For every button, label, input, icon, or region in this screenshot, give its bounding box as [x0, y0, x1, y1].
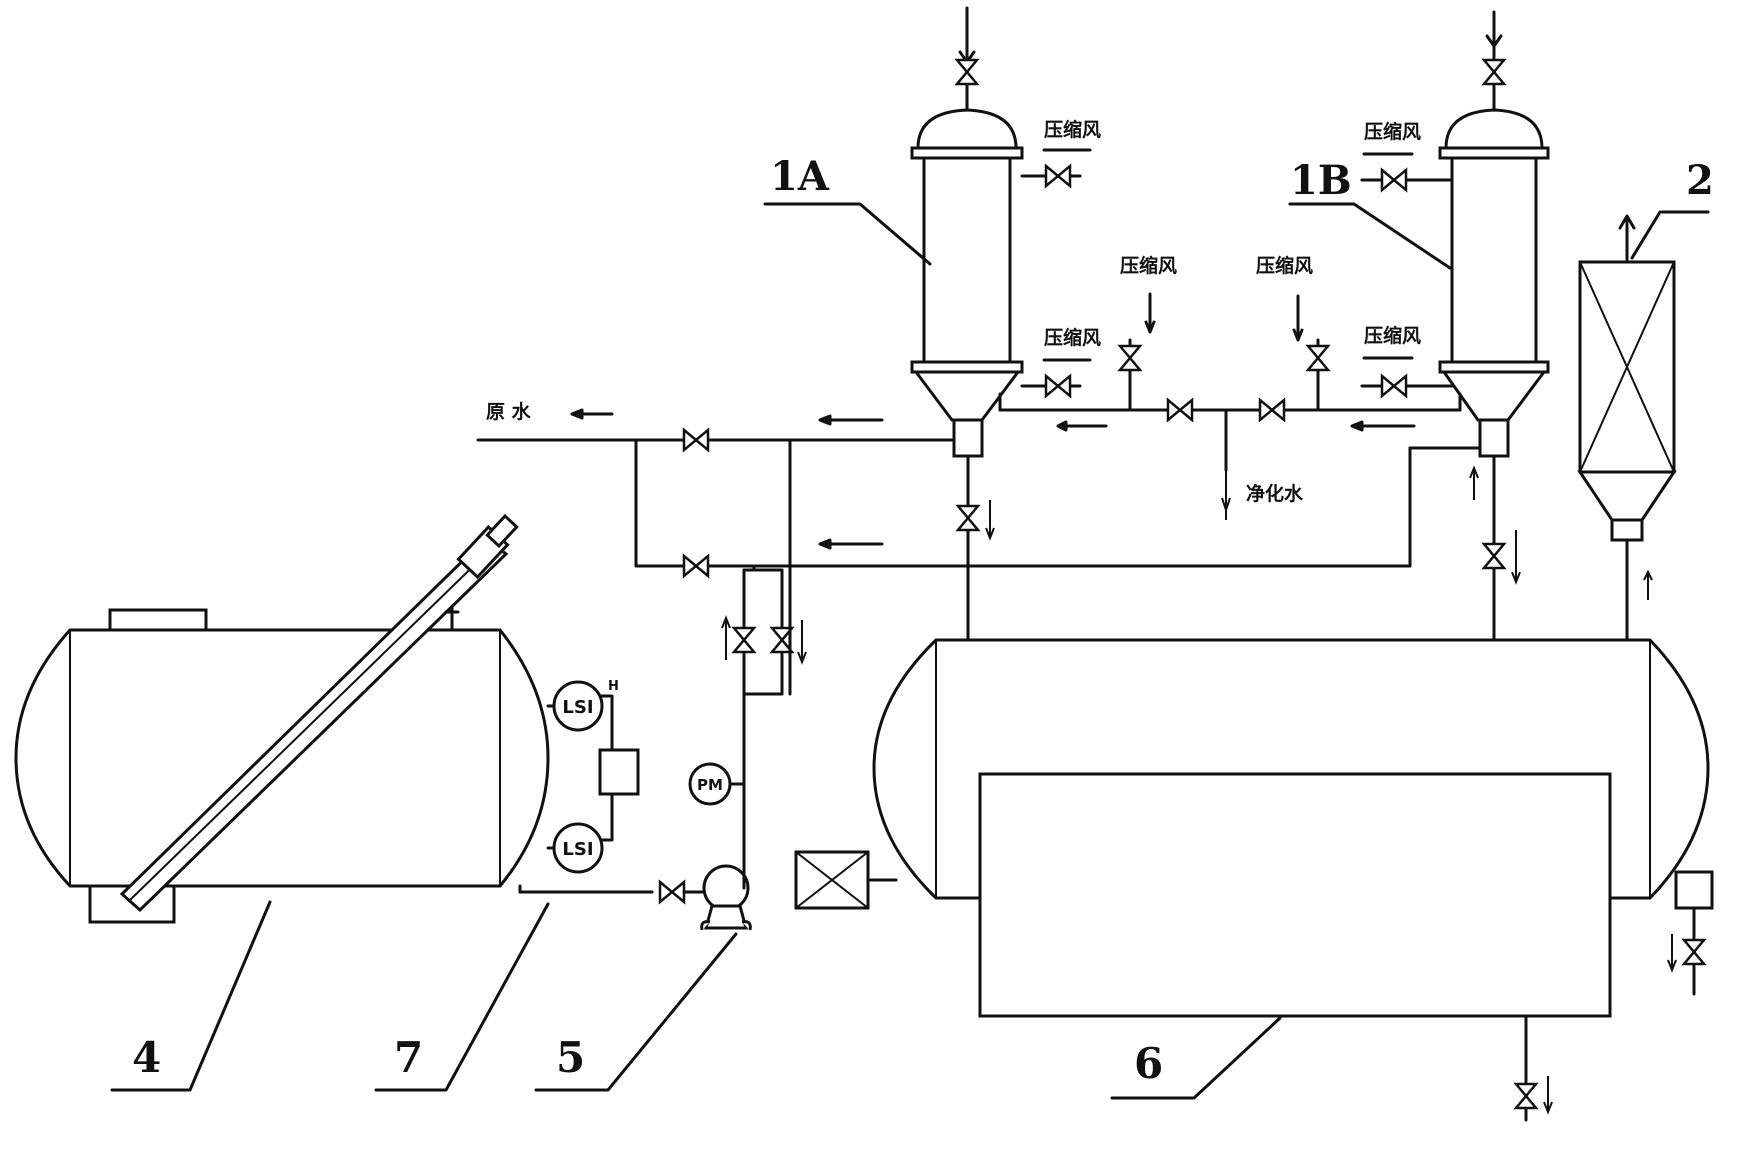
purified-water-label: 净化水 [1246, 482, 1304, 505]
tank-4 [14, 513, 550, 924]
air-label-1b-top: 压缩风 [1364, 120, 1421, 143]
label-5: 5 [556, 1033, 585, 1082]
air-label-1a-top: 压缩风 [1044, 118, 1101, 141]
label-1b: 1B [1290, 157, 1352, 204]
lsi-bottom-label: LSI [562, 839, 593, 860]
text-labels: 1A 1B 2 4 7 5 6 压缩风 压缩风 压缩风 压缩风 压缩风 压缩风 … [132, 118, 1714, 1088]
air-label-mid-left: 压缩风 [1120, 254, 1177, 277]
purified-water-header [998, 292, 1462, 520]
air-label-1a-bottom: 压缩风 [1044, 326, 1101, 349]
level-switch-box [598, 748, 640, 796]
compressed-air-inlets [1020, 148, 1454, 398]
level-instruments: LSI LSI H PM [546, 679, 746, 874]
label-2: 2 [1686, 157, 1714, 204]
air-label-1b-bottom: 压缩风 [1364, 324, 1421, 347]
label-6: 6 [1134, 1039, 1163, 1088]
leader-lines [110, 202, 1710, 1100]
tank-6 [794, 638, 1714, 1122]
lsi-top-label: LSI [562, 697, 593, 718]
label-1a: 1A [770, 153, 830, 200]
raw-water-label: 原 水 [486, 401, 532, 423]
pm-label: PM [697, 776, 723, 794]
filter-1a [910, 6, 1024, 458]
filter-drains [956, 454, 1521, 642]
pump-5 [518, 568, 807, 931]
filter-1b [1438, 10, 1550, 458]
label-7: 7 [394, 1033, 423, 1082]
raw-water-piping [476, 408, 1482, 696]
high-level-label: H [608, 679, 619, 694]
column-2 [1577, 214, 1677, 642]
air-label-mid-right: 压缩风 [1256, 254, 1313, 277]
label-4: 4 [132, 1033, 161, 1082]
